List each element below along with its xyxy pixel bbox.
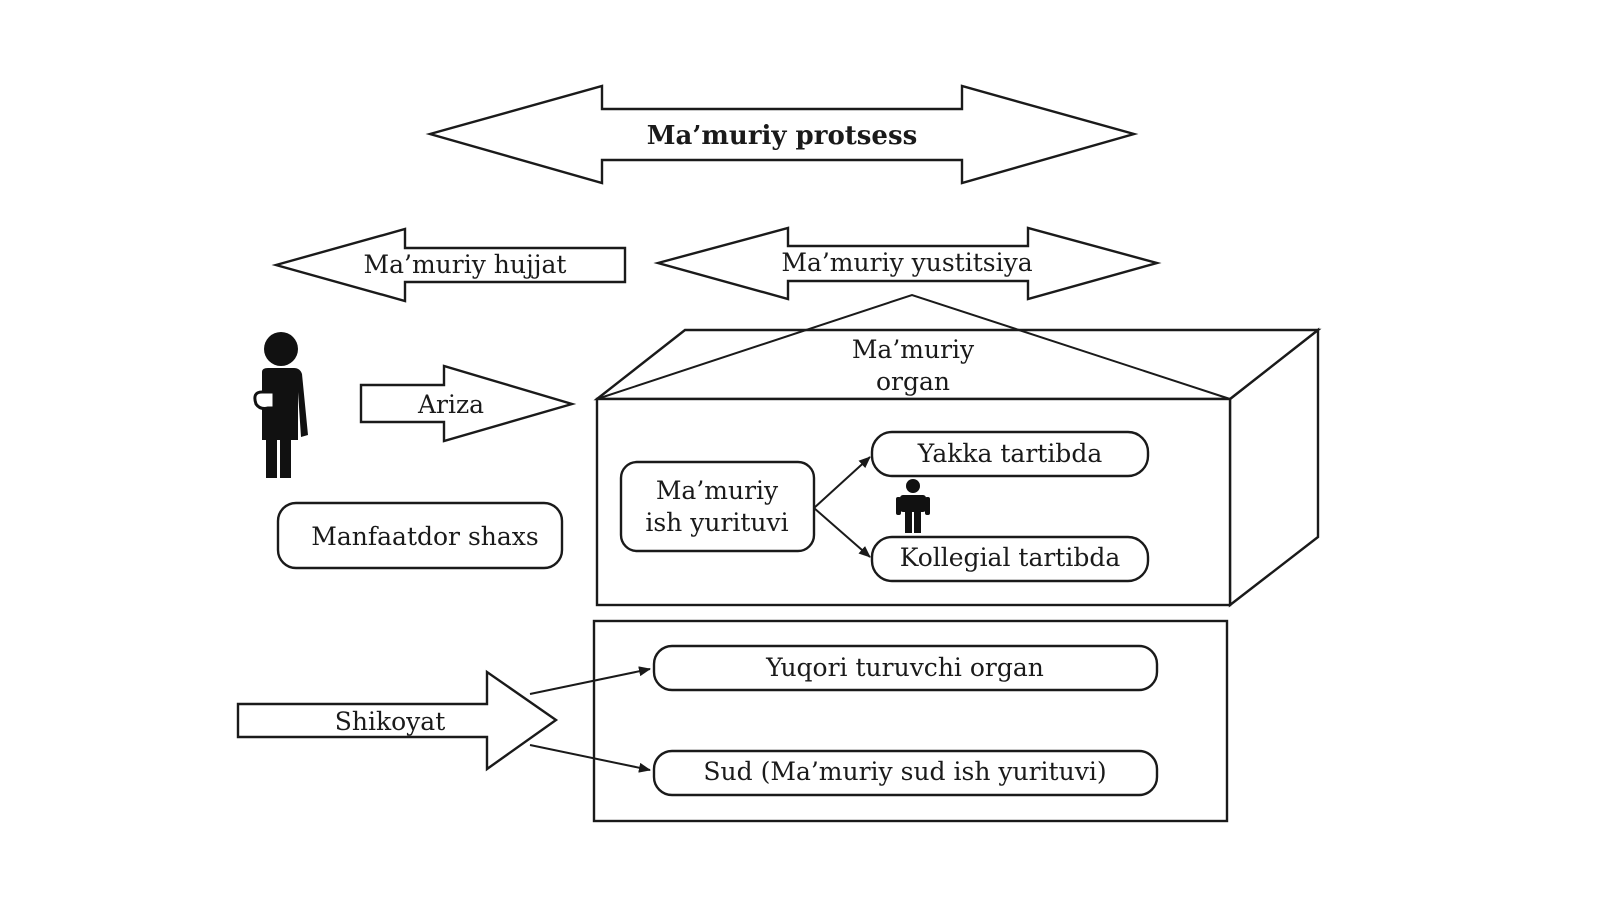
individual-order-box: Yakka tartibda: [870, 430, 1150, 478]
complaint-arrow: Shikoyat: [236, 669, 559, 772]
arrow-to-individual: [813, 456, 871, 509]
collegial-order-box: Kollegial tartibda: [870, 535, 1150, 583]
justice-double-arrow: Ma’muriy yustitsiya: [653, 226, 1162, 301]
individual-label: Yakka tartibda: [917, 439, 1103, 468]
collegial-label: Kollegial tartibda: [900, 543, 1121, 572]
arrow-to-collegial: [813, 507, 871, 558]
interested-person-box: Manfaatdor shaxs: [276, 501, 564, 570]
arrow-to-court: [529, 744, 651, 773]
complaint-label: Shikoyat: [335, 707, 446, 736]
proceedings-box: Ma’muriy ish yurituvi: [619, 460, 816, 553]
document-label: Ma’muriy hujjat: [364, 250, 567, 279]
proceedings-label-line1: Ma’muriy: [656, 476, 779, 505]
application-label: Ariza: [417, 390, 484, 419]
proceedings-label-line2: ish yurituvi: [645, 508, 788, 537]
organ-label-line1: Ma’muriy: [852, 335, 975, 364]
process-label: Ma’muriy protsess: [647, 121, 918, 151]
process-double-arrow: Ma’muriy protsess: [425, 84, 1139, 185]
building-gable: [596, 293, 1231, 400]
application-arrow: Ariza: [359, 364, 577, 443]
higher-organ-label: Yuqori turuvchi organ: [765, 653, 1044, 682]
justice-label: Ma’muriy yustitsiya: [781, 248, 1032, 277]
arrow-to-higher-organ: [529, 666, 651, 695]
organ-label-line2: organ: [876, 367, 950, 396]
interested-person-label: Manfaatdor shaxs: [311, 522, 538, 551]
document-left-arrow: Ma’muriy hujjat: [271, 227, 627, 303]
official-person-icon: [896, 479, 930, 533]
higher-organ-box: Yuqori turuvchi organ: [652, 644, 1159, 692]
court-box: Sud (Ma’muriy sud ish yurituvi): [652, 749, 1159, 797]
court-label: Sud (Ma’muriy sud ish yurituvi): [703, 757, 1106, 786]
interested-person-icon: [253, 332, 308, 478]
